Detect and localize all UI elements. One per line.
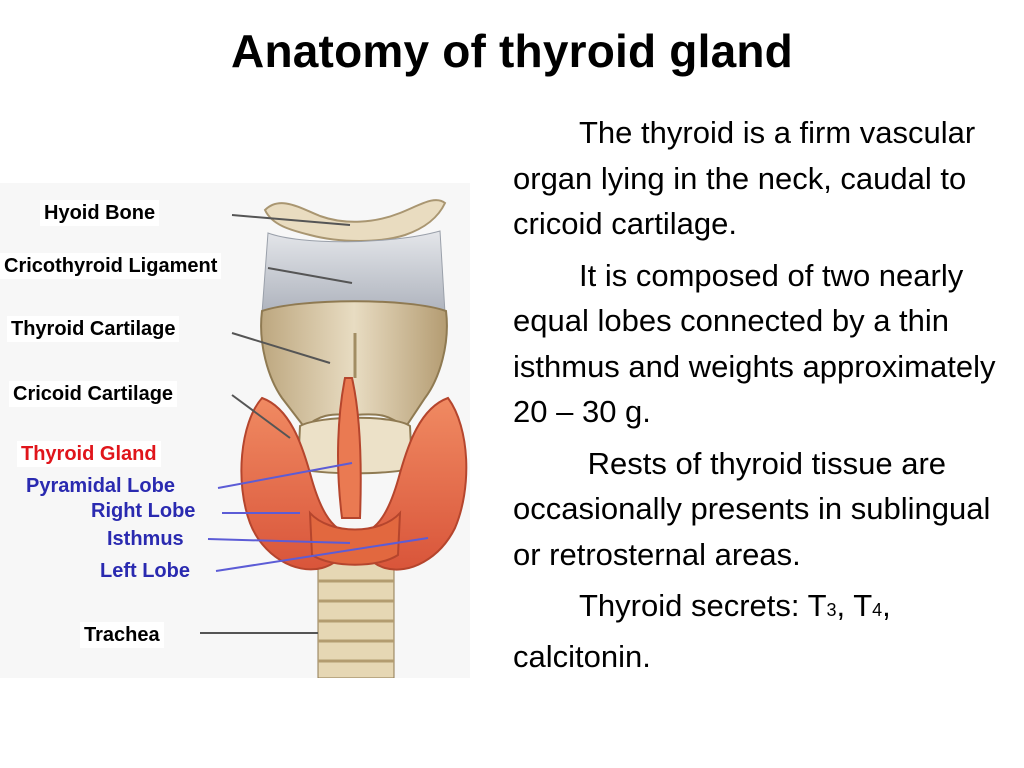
secretions-suffix: , calcitonin. bbox=[513, 588, 891, 674]
label-cricothyroid-ligament: Cricothyroid Ligament bbox=[0, 253, 222, 279]
label-thyroid-cartilage: Thyroid Cartilage bbox=[7, 316, 180, 342]
secretions-mid: , T bbox=[836, 588, 873, 623]
label-pyramidal-lobe: Pyramidal Lobe bbox=[26, 475, 175, 497]
paragraph-composition: It is composed of two nearly equal lobes… bbox=[513, 257, 996, 430]
label-trachea: Trachea bbox=[80, 622, 164, 648]
t3-subscript: 3 bbox=[826, 600, 837, 620]
thyroid-isthmus bbox=[308, 510, 402, 566]
label-left-lobe: Left Lobe bbox=[100, 560, 190, 582]
paragraph-rests: Rests of thyroid tissue are occasionally… bbox=[513, 445, 999, 572]
paragraph-secretions: Thyroid secrets: T3, T4, calcitonin. bbox=[513, 583, 1008, 679]
thyroid-pyramidal-lobe bbox=[337, 377, 362, 519]
label-thyroid-gland: Thyroid Gland bbox=[17, 441, 161, 467]
description-text: The thyroid is a firm vascular organ lyi… bbox=[513, 110, 1008, 685]
label-right-lobe: Right Lobe bbox=[91, 500, 196, 522]
t4-subscript: 4 bbox=[872, 600, 883, 620]
label-cricoid-cartilage: Cricoid Cartilage bbox=[9, 381, 178, 407]
thyroid-anatomy-illustration: Hyoid Bone Cricothyroid Ligament Thyroid… bbox=[0, 183, 470, 678]
label-hyoid-bone: Hyoid Bone bbox=[40, 200, 160, 226]
paragraph-definition: The thyroid is a firm vascular organ lyi… bbox=[513, 115, 976, 241]
thyroid-anatomy-drawing bbox=[0, 183, 470, 678]
secretions-prefix: Thyroid secrets: T bbox=[579, 588, 827, 623]
label-isthmus: Isthmus bbox=[107, 528, 184, 550]
hyoid-bone bbox=[263, 199, 447, 242]
slide-title: Anatomy of thyroid gland bbox=[231, 25, 793, 77]
